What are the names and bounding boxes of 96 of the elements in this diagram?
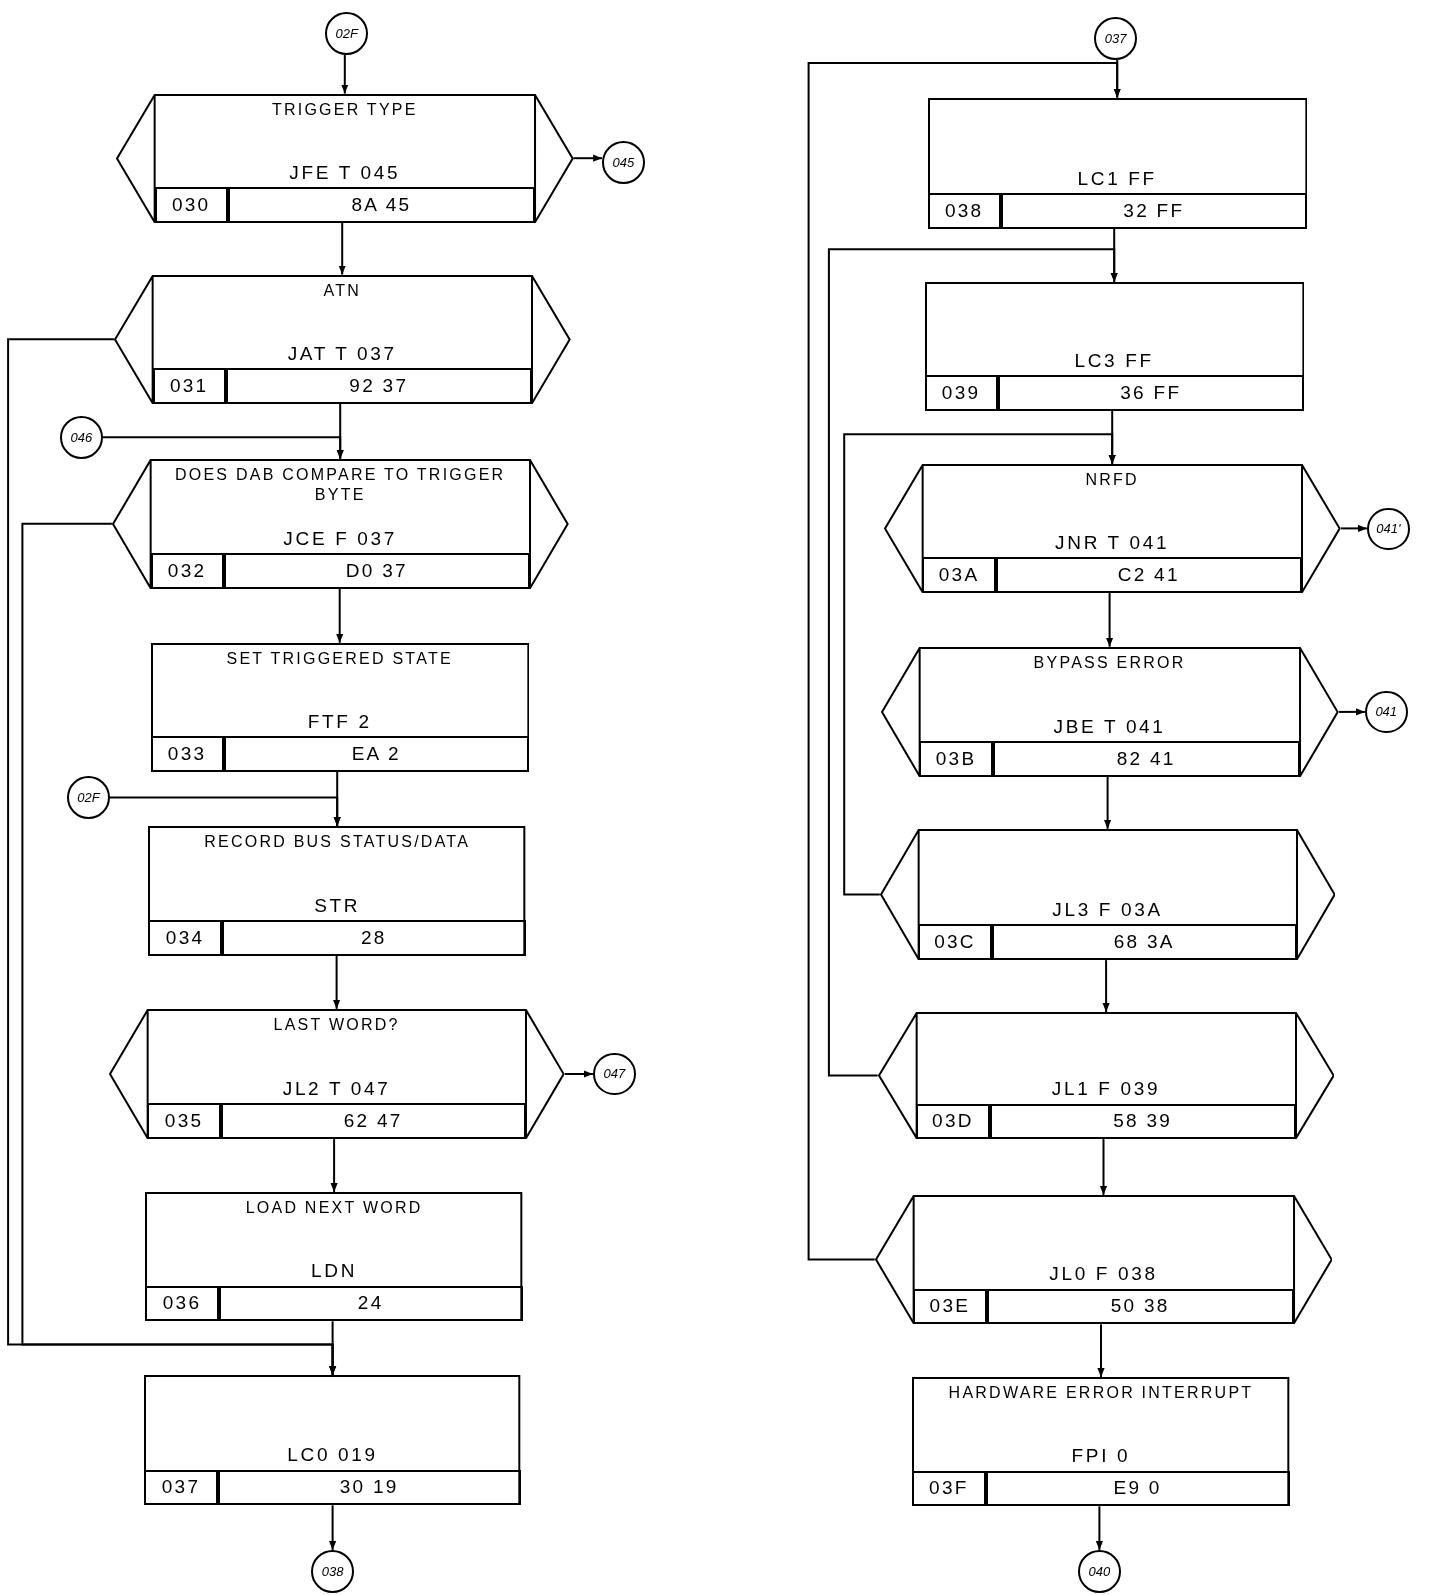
- address-cell: 033: [150, 736, 224, 772]
- decision-box: [877, 1011, 1335, 1140]
- arrow: [563, 1070, 594, 1078]
- instruction-text: JNR T 041: [1055, 530, 1170, 555]
- box-title: BYPASS ERROR: [1033, 652, 1186, 673]
- arrow: [572, 154, 604, 162]
- instruction-text: LC1 FF: [1077, 166, 1157, 191]
- address-cell: 038: [927, 193, 1001, 229]
- opcode-cell: 30 19: [217, 1469, 521, 1506]
- address-cell: 03E: [913, 1288, 987, 1325]
- opcode-cell: 32 FF: [1000, 193, 1307, 229]
- arrow: [338, 221, 346, 276]
- arrow: [1104, 776, 1112, 830]
- decision-box: [874, 1195, 1333, 1325]
- address-cell: 031: [152, 368, 226, 404]
- instruction-text: STR: [314, 893, 361, 918]
- address-cell: 032: [150, 553, 224, 589]
- opcode-cell: 82 41: [992, 741, 1300, 777]
- arrow: [333, 955, 341, 1010]
- arrow: [1099, 1138, 1108, 1196]
- instruction-text: FPI 0: [1071, 1444, 1131, 1469]
- instruction-text: JCE F 037: [283, 526, 398, 551]
- address-cell: 035: [147, 1103, 221, 1140]
- box-title: LAST WORD?: [273, 1014, 400, 1035]
- process-box: [150, 642, 529, 772]
- opcode-cell: D0 37: [223, 553, 530, 589]
- box-title: ATN: [323, 280, 361, 301]
- arrow: [1097, 1323, 1105, 1379]
- arrow: [1095, 1505, 1103, 1551]
- address-cell: 03A: [922, 557, 996, 593]
- box-title: LOAD NEXT WORD: [245, 1198, 423, 1218]
- address-cell: 037: [144, 1469, 218, 1506]
- instruction-text: JL2 T 047: [282, 1077, 391, 1101]
- arrow: [336, 587, 344, 644]
- instruction-text: LDN: [311, 1259, 358, 1284]
- arrow: [329, 1320, 337, 1377]
- arrow: [330, 1138, 338, 1193]
- address-cell: 03B: [919, 741, 993, 777]
- opcode-cell: 36 FF: [997, 375, 1304, 411]
- arrow: [1106, 591, 1114, 648]
- arrow: [1102, 959, 1110, 1013]
- arrow: [1337, 708, 1366, 716]
- process-box: [912, 1377, 1290, 1507]
- address-cell: 030: [154, 187, 228, 223]
- decision-box: [880, 646, 1339, 777]
- arrow: [827, 248, 1118, 1077]
- decision-box: [108, 1008, 565, 1140]
- process-box: [144, 1375, 521, 1506]
- box-title: DOES DAB COMPARE TO TRIGGER BYTE: [173, 464, 507, 505]
- arrow: [108, 796, 341, 827]
- instruction-text: JAT T 037: [287, 341, 397, 366]
- opcode-cell: EA 2: [223, 736, 529, 772]
- process-box: [924, 281, 1304, 411]
- address-cell: 039: [924, 375, 998, 411]
- opcode-cell: 68 3A: [991, 924, 1297, 961]
- address-cell: 034: [148, 920, 222, 956]
- process-box: [148, 825, 526, 956]
- opcode-cell: 28: [221, 920, 526, 956]
- arrow: [1339, 524, 1368, 532]
- instruction-text: JL3 F 03A: [1052, 898, 1163, 922]
- arrow: [843, 433, 1116, 896]
- instruction-text: LC0 019: [287, 1443, 378, 1468]
- arrow: [101, 436, 344, 460]
- opcode-cell: E9 0: [985, 1470, 1290, 1507]
- opcode-cell: 58 39: [989, 1103, 1296, 1140]
- decision-box: [115, 93, 574, 223]
- arrow: [807, 62, 1121, 1261]
- instruction-text: JFE T 045: [289, 160, 401, 185]
- opcode-cell: 62 47: [220, 1103, 526, 1140]
- arrow: [329, 1504, 337, 1551]
- instruction-text: LC3 FF: [1074, 348, 1154, 373]
- opcode-cell: 8A 45: [227, 187, 535, 223]
- decision-box: [113, 274, 571, 404]
- instruction-text: JL1 F 039: [1051, 1077, 1161, 1101]
- decision-box: [883, 463, 1341, 593]
- address-cell: 03C: [918, 924, 992, 961]
- process-box: [927, 97, 1307, 229]
- opcode-cell: C2 41: [995, 557, 1302, 593]
- process-box: [145, 1192, 523, 1322]
- box-title: TRIGGER TYPE: [271, 99, 418, 120]
- opcode-cell: 24: [218, 1285, 523, 1322]
- address-cell: 036: [145, 1285, 219, 1322]
- address-cell: 03F: [912, 1470, 986, 1507]
- box-title: HARDWARE ERROR INTERRUPT: [948, 1383, 1254, 1404]
- instruction-text: JL0 F 038: [1049, 1262, 1158, 1287]
- decision-box: [879, 828, 1336, 961]
- box-title: NRFD: [1085, 469, 1139, 490]
- box-title: SET TRIGGERED STATE: [226, 648, 453, 669]
- instruction-text: FTF 2: [307, 709, 372, 734]
- arrow: [341, 53, 349, 95]
- box-title: RECORD BUS STATUS/DATA: [204, 831, 471, 852]
- instruction-text: JBE T 041: [1053, 714, 1166, 739]
- decision-box: [111, 458, 569, 589]
- opcode-cell: 50 38: [986, 1288, 1294, 1325]
- opcode-cell: 92 37: [225, 368, 532, 404]
- address-cell: 03D: [916, 1103, 990, 1140]
